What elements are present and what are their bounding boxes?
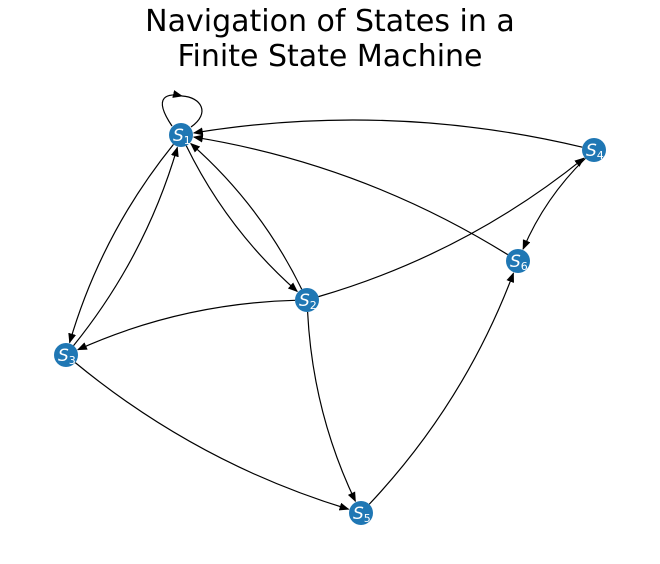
node-s5[interactable]: S5 xyxy=(349,501,373,525)
node-s2[interactable]: S2 xyxy=(295,288,319,312)
edge-s4-s1 xyxy=(192,119,583,148)
title-line-1: Navigation of States in a xyxy=(145,4,515,39)
edge-s3-s1 xyxy=(73,146,179,347)
node-circle-s5[interactable] xyxy=(349,501,373,525)
edge-s6-s1 xyxy=(192,134,509,256)
node-s3[interactable]: S3 xyxy=(54,343,78,367)
edge-s1-s3 xyxy=(68,143,174,344)
node-circle-s3[interactable] xyxy=(54,343,78,367)
node-circle-s6[interactable] xyxy=(506,249,530,273)
edge-s3-s5 xyxy=(74,362,350,511)
node-circle-s4[interactable] xyxy=(582,138,606,162)
edge-s2-s4 xyxy=(318,157,585,298)
node-label-s6: S6 xyxy=(510,252,528,273)
edge-s1-s2 xyxy=(185,145,298,293)
node-label-s5: S5 xyxy=(353,504,371,525)
node-circle-s2[interactable] xyxy=(295,288,319,312)
node-label-s1: S1 xyxy=(173,126,191,147)
node-s1[interactable]: S1 xyxy=(169,123,193,147)
edge-s2-s5 xyxy=(307,311,356,503)
edge-s1-s1-head xyxy=(161,90,183,127)
node-label-s4: S4 xyxy=(586,141,604,162)
edge-s2-s3 xyxy=(76,299,296,351)
node-s4[interactable]: S4 xyxy=(582,138,606,162)
edge-s2-s1 xyxy=(190,142,303,290)
edge-s5-s6 xyxy=(368,272,514,505)
node-circle-s1[interactable] xyxy=(169,123,193,147)
edges-layer xyxy=(68,90,586,511)
node-label-s3: S3 xyxy=(58,346,76,367)
node-s6[interactable]: S6 xyxy=(506,249,530,273)
node-label-s2: S2 xyxy=(299,291,317,312)
edge-s1-s1-tail xyxy=(181,95,203,128)
diagram-title: Navigation of States in a Finite State M… xyxy=(0,4,660,74)
title-line-2: Finite State Machine xyxy=(177,39,483,74)
edge-s4-s6 xyxy=(522,157,586,250)
